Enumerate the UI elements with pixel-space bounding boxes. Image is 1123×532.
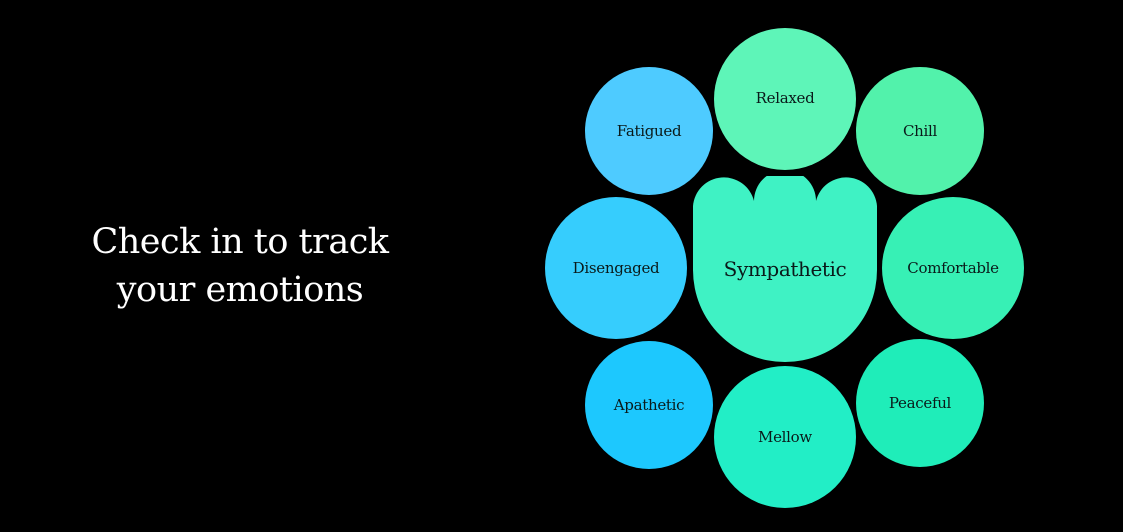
page-headline: Check in to track your emotions (60, 218, 420, 314)
headline-line-2: your emotions (116, 270, 364, 310)
emotion-bubble-relaxed[interactable]: Relaxed (714, 28, 856, 170)
emotion-label: Fatigued (616, 122, 682, 140)
emotion-bubble-disengaged[interactable]: Disengaged (545, 197, 687, 339)
emotion-bubble-mellow[interactable]: Mellow (714, 366, 856, 508)
emotion-label: Peaceful (888, 394, 952, 412)
selected-emotion-shape[interactable] (693, 176, 877, 362)
headline-line-1: Check in to track (91, 222, 389, 262)
emotion-bubble-apathetic[interactable]: Apathetic (585, 341, 713, 469)
selected-emotion-fill (693, 176, 877, 362)
emotion-bubble-peaceful[interactable]: Peaceful (856, 339, 984, 467)
emotion-label: Mellow (758, 428, 812, 446)
emotion-label: Chill (902, 122, 938, 140)
emotion-bubble-comfortable[interactable]: Comfortable (882, 197, 1024, 339)
emotion-bubble-fatigued[interactable]: Fatigued (585, 67, 713, 195)
emotion-bubble-chill[interactable]: Chill (856, 67, 984, 195)
emotion-label: Disengaged (572, 259, 660, 277)
emotion-label: Apathetic (613, 396, 685, 414)
emotion-label: Relaxed (755, 89, 815, 107)
emotion-label: Comfortable (907, 259, 999, 277)
